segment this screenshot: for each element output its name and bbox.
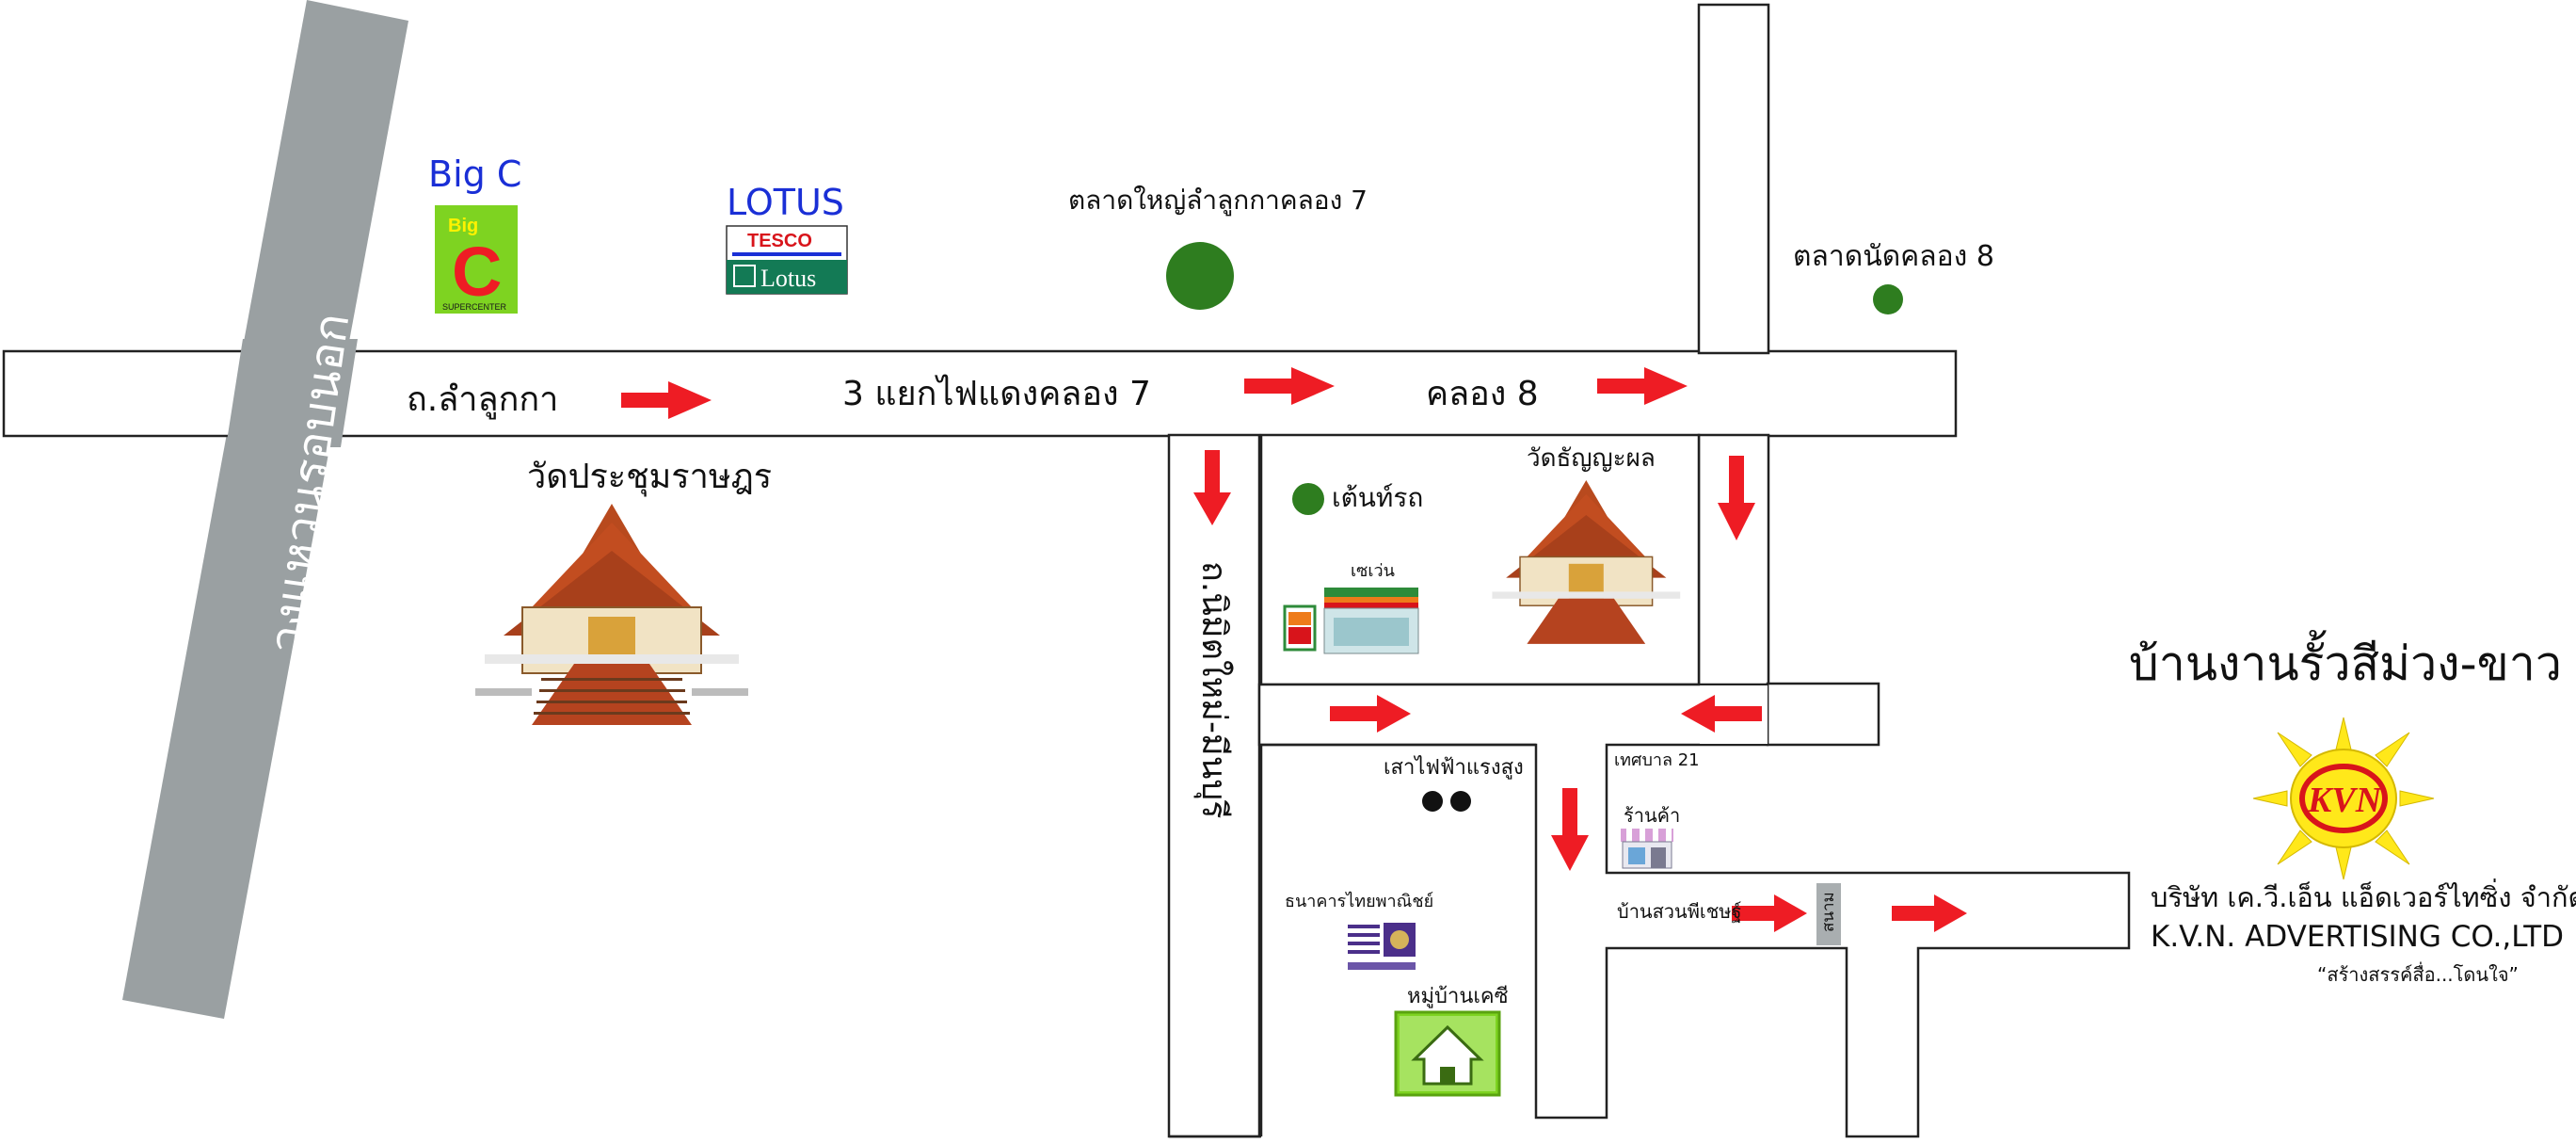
baan-suan-label: บ้านสวนพีเชษฐ์ [1617,900,1742,923]
bigc-title: Big C [428,153,521,195]
arrow-down-2 [1718,456,1755,540]
lotus-word: Lotus [760,265,816,292]
temple-icon [475,504,748,725]
arrow-right-3 [1597,367,1688,405]
shop-label: ร้านค้า [1624,804,1680,827]
market-klong8-marker [1873,284,1903,314]
wat-prachum-label: วัดประชุมราษฎร [527,458,772,497]
ring-road [122,0,408,1019]
bigc-logo-letter: C [452,233,502,311]
scb-label: ธนาคารไทยพาณิชย์ [1285,891,1433,911]
power-pole-marker-1 [1422,791,1443,812]
tesco-label: TESCO [747,231,812,251]
road-klong8-north [1697,3,1770,355]
arrow-right-2 [1244,367,1335,405]
power-pole-label: เสาไฟฟ้าแรงสูง [1384,755,1524,780]
tessaban21-label: เทศบาล 21 [1614,750,1700,770]
field-label: สนาม [1819,892,1838,932]
road-lam-luk-ka-label: ถ.ลำลูกกา [407,380,558,420]
nimit-mai-label: ถ.นิมิตใหม่-มีนบุรี [1193,561,1234,819]
house-icon [1394,1010,1501,1097]
bus-stop-marker [1292,483,1324,515]
village-kessi-label: หมู่บ้านเคซี [1407,985,1509,1008]
arrow-down-1 [1193,450,1231,525]
arrow-right-1 [621,381,712,419]
market-klong7-label: ตลาดใหญ่ลำลูกกาคลอง 7 [1068,185,1368,217]
market-klong8-label: ตลาดนัดคลอง 8 [1793,240,1994,273]
market-klong7-marker [1166,242,1234,310]
klong8-label: คลอง 8 [1426,375,1539,413]
company-headline: บ้านงานรั้วสีม่วง-ขาว [2129,630,2562,691]
scb-logo [1348,921,1416,974]
bigc-logo-top: Big [448,216,478,236]
arrow-right-5 [1732,894,1807,932]
arrow-left-1 [1681,695,1762,733]
tesco-lotus-logo: TESCO Lotus [726,225,848,295]
ring-road-overlay [226,339,358,447]
company-name-eng: K.V.N. ADVERTISING CO.,LTD [2151,920,2564,954]
wat-thanya-label: วัดธัญญะผล [1527,444,1656,473]
bigc-logo: Big C SUPERCENTER [435,205,518,314]
bus-stop-label: เต้นท์รถ [1332,482,1423,513]
power-pole-marker-2 [1450,791,1471,812]
seven-eleven-label: เซเว่น [1351,561,1395,581]
shop-icon [1621,829,1673,869]
road-connector [1766,682,1880,747]
seven-eleven-icon [1283,588,1419,654]
junction-klong7-label: 3 แยกไฟแดงคลอง 7 [842,374,1151,413]
arrow-right-6 [1892,894,1967,932]
company-name-thai: บริษัท เค.วี.เอ็น แอ็ดเวอร์ไทซิ่ง จำกัด [2151,878,2576,913]
company-slogan: “สร้างสรรค์สื่อ...โดนใจ” [2317,961,2519,986]
temple-icon-2 [1492,480,1681,644]
kvn-sun-logo: KVN [2252,717,2435,880]
bigc-logo-bottom: SUPERCENTER [442,302,507,312]
field-marker [1816,883,1841,945]
arrow-right-4 [1330,695,1411,733]
kvn-logo-text: KVN [2307,781,2383,820]
lotus-title: LOTUS [727,182,844,223]
arrow-down-3 [1551,788,1589,871]
